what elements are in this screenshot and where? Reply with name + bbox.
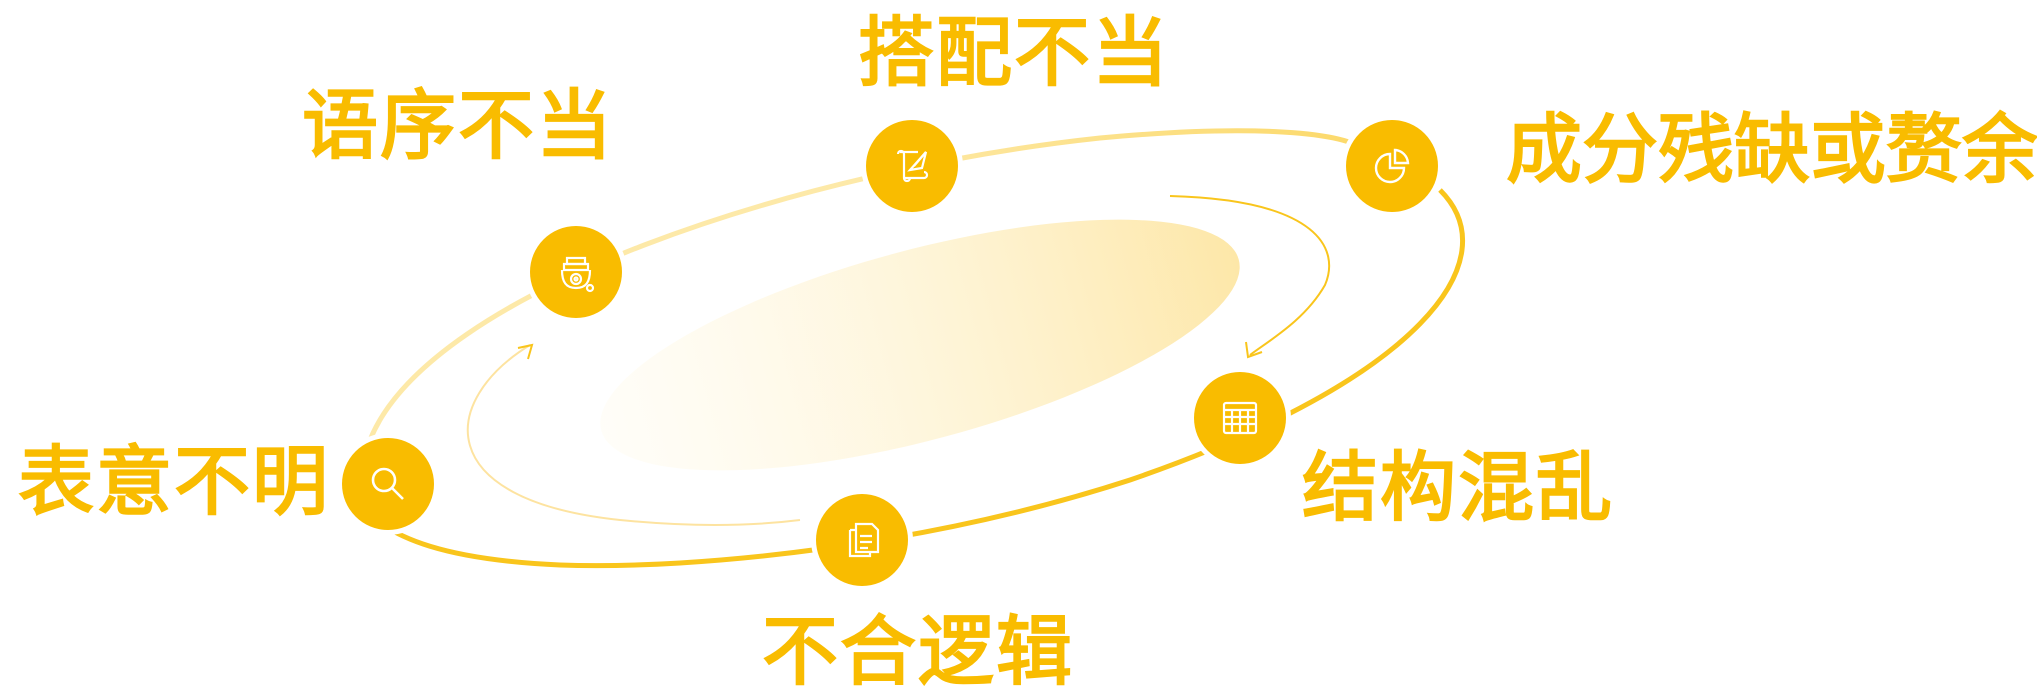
bell-icon: [560, 256, 595, 293]
label-chengfen: 成分残缺或赘余: [1506, 105, 2037, 194]
center-glow-shape: [600, 219, 1240, 471]
scroll-quill-icon: [896, 149, 929, 183]
documents-icon: [848, 522, 880, 558]
node-dapei: [866, 120, 958, 212]
node-buhe: [816, 494, 908, 586]
arrow-head-right: [1245, 341, 1263, 359]
label-yuxu: 语序不当: [302, 81, 614, 170]
arrow-head-left: [517, 343, 534, 360]
label-biaoyi: 表意不明: [18, 437, 330, 526]
search-icon: [371, 467, 404, 500]
label-buhe: 不合逻辑: [762, 607, 1074, 696]
node-yuxu: [530, 226, 622, 318]
node-biaoyi: [342, 438, 434, 530]
node-chengfen: [1346, 120, 1438, 212]
calendar-grid-icon: [1222, 401, 1258, 435]
pie-chart-icon: [1374, 148, 1410, 184]
label-jiegou: 结构混乱: [1302, 443, 1614, 532]
label-dapei: 搭配不当: [858, 8, 1170, 97]
node-jiegou: [1194, 372, 1286, 464]
orbit-main-ring: [358, 188, 1466, 569]
inner-arc-left: [467, 344, 801, 526]
inner-arc-right: [1169, 195, 1331, 356]
